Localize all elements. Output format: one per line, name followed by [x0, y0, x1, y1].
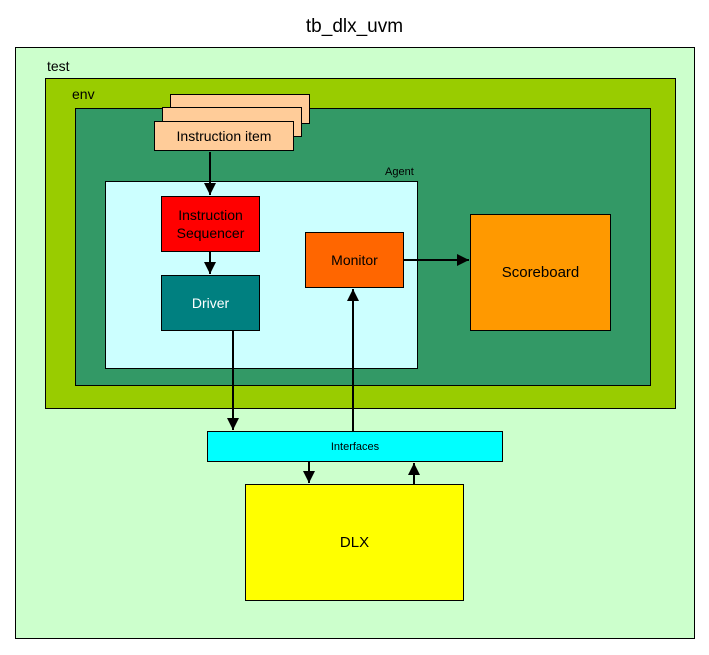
interfaces-label: Interfaces — [330, 440, 380, 453]
test-label: test — [47, 58, 70, 74]
dlx-label: DLX — [339, 534, 370, 551]
instruction-sequencer-label: Instruction Sequencer — [176, 207, 245, 241]
monitor-label: Monitor — [331, 252, 378, 268]
dlx-box: DLX — [245, 484, 464, 601]
driver-label: Driver — [191, 295, 230, 311]
agent-label: Agent — [385, 166, 414, 178]
instruction-item-label: Instruction item — [176, 128, 272, 144]
driver-box: Driver — [161, 275, 260, 331]
env-label: env — [72, 86, 95, 102]
diagram-title: tb_dlx_uvm — [305, 16, 404, 37]
instruction-item-box: Instruction item — [154, 121, 294, 151]
scoreboard-box: Scoreboard — [470, 214, 611, 331]
instruction-sequencer-box: Instruction Sequencer — [161, 196, 260, 252]
interfaces-box: Interfaces — [207, 431, 503, 462]
monitor-box: Monitor — [305, 232, 404, 288]
scoreboard-label: Scoreboard — [501, 264, 580, 281]
